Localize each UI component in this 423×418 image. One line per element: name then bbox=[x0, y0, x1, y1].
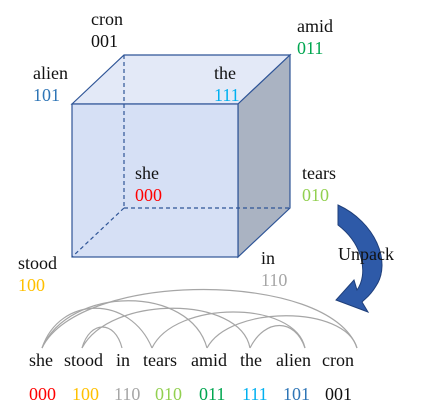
sentence-word-stood: stood bbox=[64, 350, 104, 370]
sentence-code-she: 000 bbox=[29, 384, 56, 404]
sentence-code-cron: 001 bbox=[325, 384, 352, 404]
corner-word-in: in bbox=[261, 248, 276, 268]
corner-code-in: 110 bbox=[261, 270, 288, 290]
corner-word-cron: cron bbox=[91, 9, 123, 29]
dependency-arcs bbox=[41, 289, 358, 349]
arc bbox=[41, 307, 153, 349]
corner-code-tears: 010 bbox=[302, 185, 329, 205]
sentence-word-in: in bbox=[116, 350, 131, 370]
sentence-word-alien: alien bbox=[276, 350, 311, 370]
corner-code-the: 111 bbox=[214, 85, 240, 105]
corner-word-she: she bbox=[135, 163, 159, 183]
cube-hidden-edge bbox=[71, 207, 125, 258]
arc bbox=[151, 311, 306, 349]
corner-word-alien: alien bbox=[33, 63, 68, 83]
corner-code-she: 000 bbox=[135, 185, 162, 205]
sentence-word-cron: cron bbox=[322, 350, 354, 370]
corner-word-amid: amid bbox=[297, 16, 333, 36]
unpack-label: Unpack bbox=[338, 244, 394, 264]
sentence-code-tears: 010 bbox=[155, 384, 182, 404]
corner-code-stood: 100 bbox=[18, 275, 45, 295]
sentence-code-stood: 100 bbox=[72, 384, 99, 404]
corner-code-cron: 001 bbox=[91, 31, 118, 51]
sentence-code-alien: 101 bbox=[283, 384, 310, 404]
corner-code-amid: 011 bbox=[297, 38, 324, 58]
sentence-code-the: 111 bbox=[242, 384, 268, 404]
arc bbox=[81, 326, 123, 349]
arc bbox=[41, 289, 358, 349]
sentence-code-amid: 011 bbox=[199, 384, 226, 404]
arc bbox=[249, 324, 306, 349]
unpack-arrow bbox=[335, 204, 383, 313]
arc bbox=[81, 307, 251, 349]
corner-word-stood: stood bbox=[18, 253, 58, 273]
arc bbox=[41, 300, 208, 349]
corner-word-tears: tears bbox=[302, 163, 336, 183]
sentence-word-she: she bbox=[29, 350, 53, 370]
sentence-word-tears: tears bbox=[143, 350, 177, 370]
sentence-word-the: the bbox=[240, 350, 262, 370]
arc bbox=[206, 315, 358, 349]
sentence-word-amid: amid bbox=[191, 350, 227, 370]
corner-code-alien: 101 bbox=[33, 85, 60, 105]
cube-front-face bbox=[71, 103, 239, 258]
sentence-code-in: 110 bbox=[114, 384, 141, 404]
corner-word-the: the bbox=[214, 63, 236, 83]
